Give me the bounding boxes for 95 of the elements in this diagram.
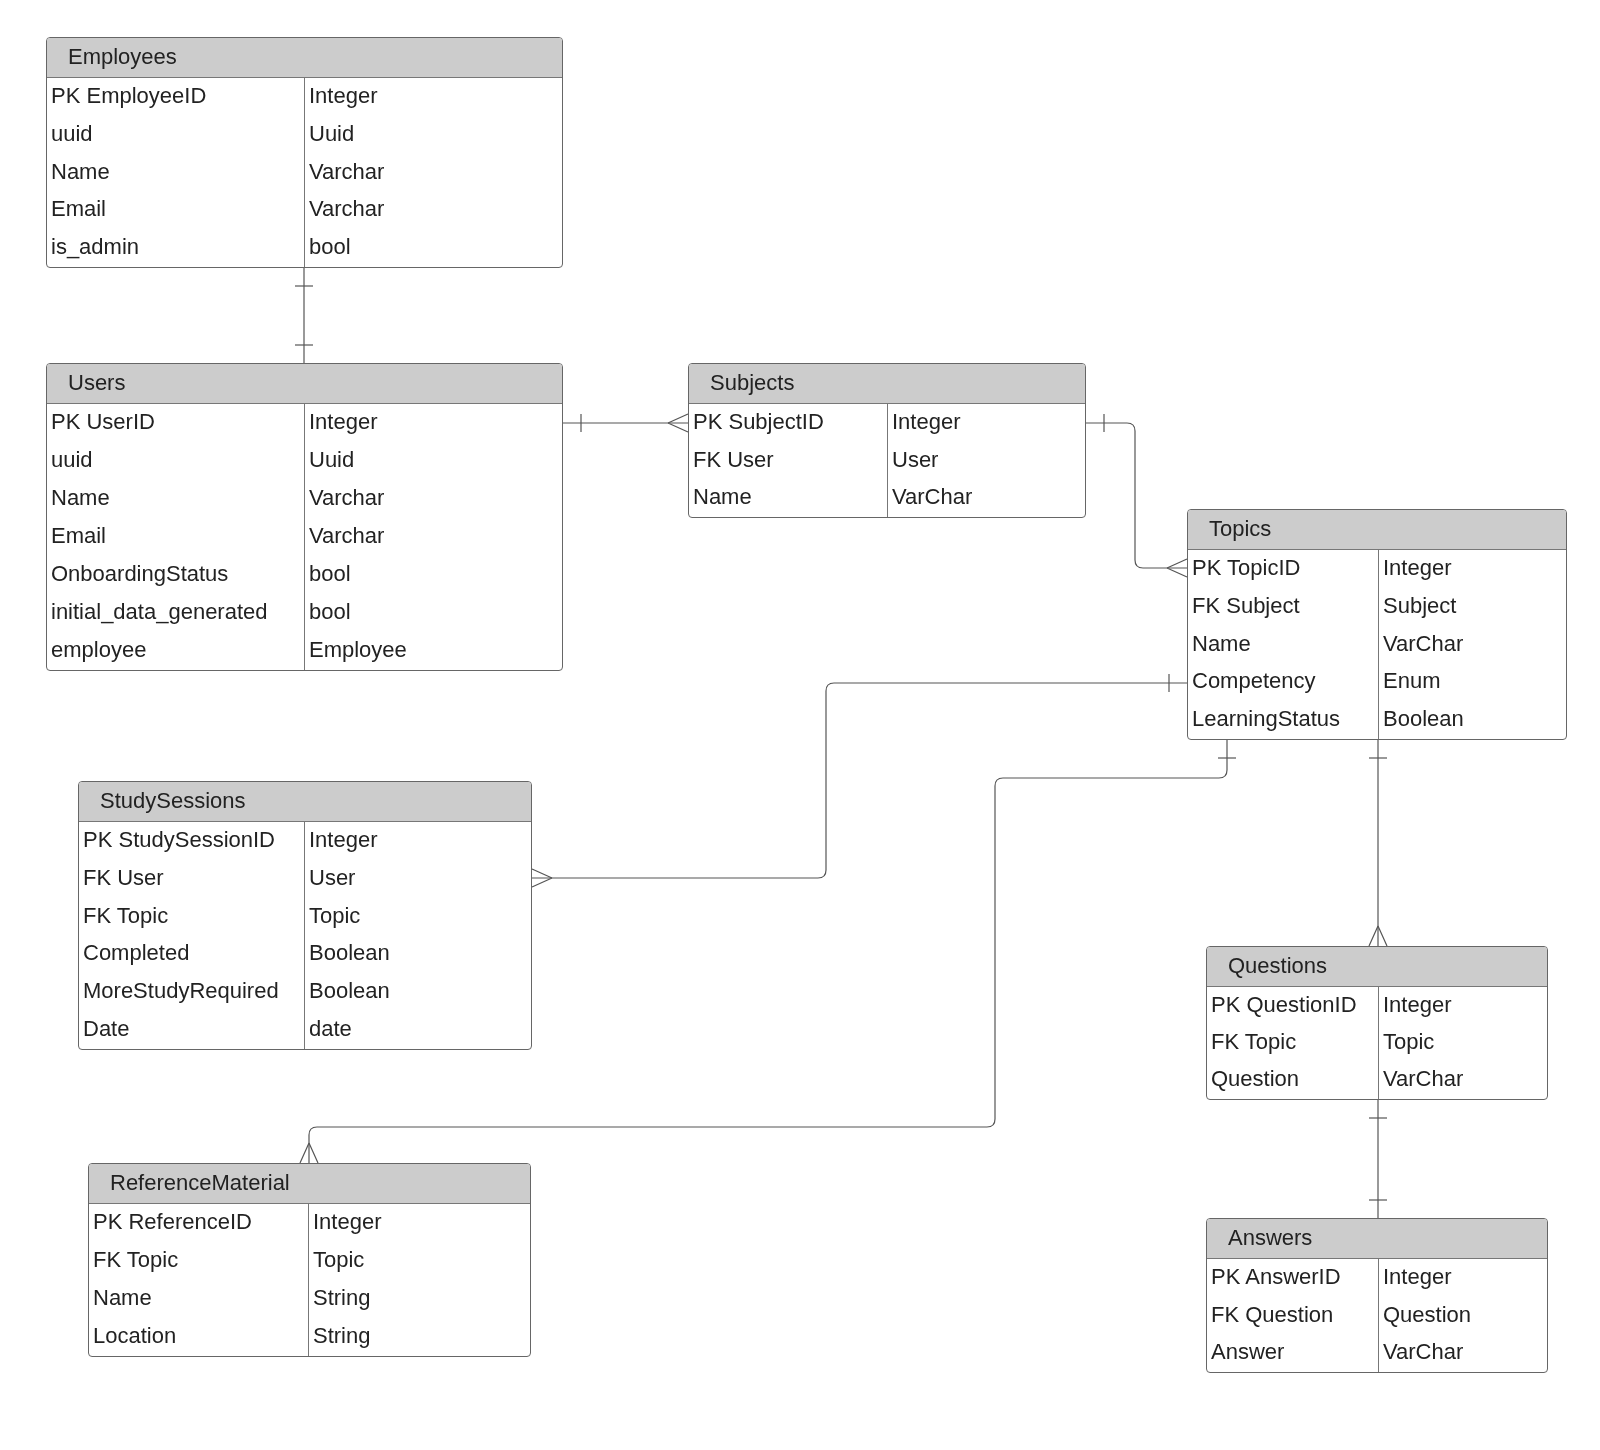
field-type: VarChar <box>1383 630 1464 657</box>
table-header: Topics <box>1188 510 1566 550</box>
field-name: Name <box>51 158 110 185</box>
field-type: Topic <box>1383 1029 1435 1055</box>
field-type: Integer <box>313 1209 382 1235</box>
entity-table <box>1187 509 1567 740</box>
field-name: PK SubjectID <box>693 408 824 435</box>
field-name: OnboardingStatus <box>51 561 229 587</box>
field-type: Boolean <box>1383 706 1464 733</box>
field-type: VarChar <box>1383 1339 1464 1366</box>
relationship-line <box>299 739 1237 1164</box>
field-name: Completed <box>83 940 190 967</box>
field-name: Date <box>83 1016 130 1043</box>
field-name: Email <box>51 196 106 223</box>
table-header: Answers <box>1207 1219 1547 1259</box>
field-name: employee <box>51 637 147 663</box>
field-type: Topic <box>313 1247 365 1273</box>
field-type: Integer <box>1383 554 1452 581</box>
field-name: FK Topic <box>1211 1029 1297 1055</box>
entity-table <box>78 781 532 1050</box>
table-header: Employees <box>47 38 562 78</box>
field-name: uuid <box>51 120 93 147</box>
field-type: Question <box>1383 1301 1472 1328</box>
entity-table <box>1206 1218 1548 1373</box>
field-name: PK EmployeeID <box>51 82 207 109</box>
field-name: PK TopicID <box>1192 554 1301 581</box>
field-type: bool <box>309 599 351 625</box>
field-type: Varchar <box>309 196 385 223</box>
field-type: Boolean <box>309 940 390 967</box>
field-type: Integer <box>309 82 378 109</box>
field-name: Competency <box>1192 668 1316 695</box>
field-type: Integer <box>309 826 378 853</box>
field-name: Name <box>51 485 110 511</box>
relationship-line <box>531 673 1188 888</box>
relationship-line <box>562 413 689 433</box>
field-name: MoreStudyRequired <box>83 978 279 1005</box>
relationship-line <box>1368 1099 1388 1219</box>
field-name: is_admin <box>51 234 140 261</box>
field-type: Integer <box>892 408 961 435</box>
field-name: initial_data_generated <box>51 599 268 625</box>
field-name: FK Question <box>1211 1301 1334 1328</box>
field-name: FK User <box>83 864 164 891</box>
field-type: Enum <box>1383 668 1441 695</box>
field-name: PK StudySessionID <box>83 826 275 853</box>
field-type: Integer <box>309 409 378 435</box>
field-name: Location <box>93 1323 177 1349</box>
field-name: PK QuestionID <box>1211 991 1357 1018</box>
field-type: Subject <box>1383 592 1457 619</box>
field-type: VarChar <box>1383 1066 1464 1093</box>
field-type: Varchar <box>309 523 385 549</box>
entity-table <box>688 363 1086 518</box>
field-type: String <box>313 1285 371 1311</box>
field-type: bool <box>309 234 351 261</box>
table-header: Users <box>47 364 562 404</box>
field-name: Email <box>51 523 106 549</box>
table-header: ReferenceMaterial <box>89 1164 530 1204</box>
field-type: Topic <box>309 902 361 929</box>
field-name: PK AnswerID <box>1211 1263 1341 1290</box>
entity-table <box>88 1163 531 1357</box>
field-type: Uuid <box>309 120 355 147</box>
field-type: Varchar <box>309 158 385 185</box>
entity-table <box>46 37 563 268</box>
field-name: LearningStatus <box>1192 706 1340 733</box>
field-name: FK Topic <box>93 1247 179 1273</box>
field-type: String <box>313 1323 371 1349</box>
field-type: date <box>309 1016 352 1043</box>
field-type: Employee <box>309 637 407 663</box>
field-name: Answer <box>1211 1339 1285 1366</box>
field-type: Varchar <box>309 485 385 511</box>
field-name: FK User <box>693 446 774 473</box>
field-type: Integer <box>1383 1263 1452 1290</box>
field-name: uuid <box>51 447 93 473</box>
entity-table <box>46 363 563 671</box>
relationship-line <box>294 267 314 364</box>
field-name: FK Subject <box>1192 592 1300 619</box>
entity-table <box>1206 946 1548 1100</box>
field-type: Uuid <box>309 447 355 473</box>
field-name: FK Topic <box>83 902 169 929</box>
field-name: Name <box>93 1285 152 1311</box>
field-name: Question <box>1211 1066 1300 1093</box>
field-type: VarChar <box>892 484 973 511</box>
table-header: StudySessions <box>79 782 531 822</box>
table-header: Subjects <box>689 364 1085 404</box>
field-name: Name <box>1192 630 1251 657</box>
field-type: bool <box>309 561 351 587</box>
field-type: Boolean <box>309 978 390 1005</box>
field-name: Name <box>693 484 752 511</box>
table-header: Questions <box>1207 947 1547 987</box>
field-name: PK ReferenceID <box>93 1209 252 1235</box>
field-name: PK UserID <box>51 409 155 435</box>
field-type: Integer <box>1383 991 1452 1018</box>
relationship-line <box>1085 413 1188 578</box>
field-type: User <box>892 446 939 473</box>
field-type: User <box>309 864 356 891</box>
relationship-line <box>1368 739 1388 947</box>
